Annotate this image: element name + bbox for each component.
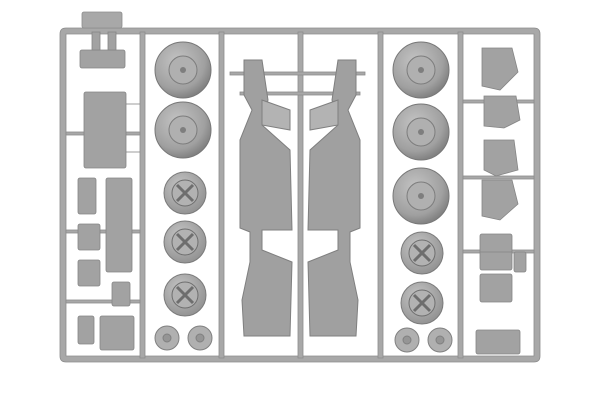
tire-5 xyxy=(392,167,450,225)
hub-wheel-1 xyxy=(163,171,207,215)
chassis-rail-left xyxy=(239,59,293,337)
tire-1 xyxy=(154,41,212,99)
chassis-rail-right xyxy=(307,59,361,337)
tire-2 xyxy=(154,101,212,159)
hub-wheel-3 xyxy=(163,273,207,317)
tire-4 xyxy=(392,103,450,161)
small-discs-right xyxy=(394,327,453,353)
hub-wheel-5 xyxy=(400,281,444,325)
right-parts xyxy=(475,47,527,355)
small-discs-left xyxy=(154,325,213,351)
hub-wheel-2 xyxy=(163,220,207,264)
left-parts xyxy=(77,31,140,351)
hub-wheel-4 xyxy=(400,231,444,275)
tire-3 xyxy=(392,41,450,99)
